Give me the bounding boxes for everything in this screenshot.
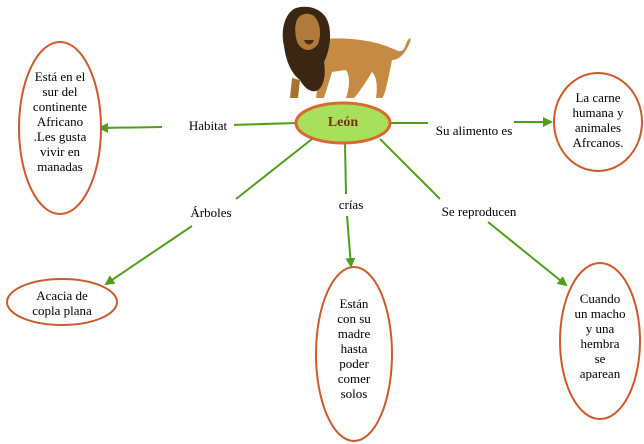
link-label-crias: crías [330,197,372,212]
arrow-arboles-b [104,225,193,286]
node-alimento-text: La carne humana y animales Afrcanos. [572,90,624,150]
node-crias-text: Están con su madre hasta poder comer sol… [337,296,371,401]
arrow-crias-a [344,143,347,195]
node-reproducen-text: Cuando un macho y una hembra se aparean [574,291,626,381]
node-arboles-text: Acacia de copla plana [32,288,92,318]
link-label-habitat: Habitat [182,118,234,133]
arrow-crias-b [345,215,356,268]
lion-image [282,6,411,98]
node-alimento-ellipse [553,72,643,172]
node-habitat-text: Está en el sur del continente Africano .… [32,69,88,174]
node-reproducen-ellipse [559,262,641,420]
node-shapes [6,41,643,442]
link-label-reproducen: Se reproducen [430,204,528,219]
center-node-label: León [327,115,359,130]
node-crias-ellipse [315,266,393,442]
arrow-habitat-a [231,122,297,126]
arrows [98,117,568,287]
node-habitat-ellipse [18,41,102,215]
arrow-reproducen-b [487,221,568,287]
arrow-arboles-a [235,138,313,200]
node-arboles-ellipse [6,278,118,326]
arrow-habitat-b [98,122,163,133]
center-node-ellipse [294,101,392,145]
link-label-alimento: Su alimento es [428,123,520,138]
arrow-reproducen-a [379,138,441,200]
link-label-arboles: Árboles [180,205,242,220]
